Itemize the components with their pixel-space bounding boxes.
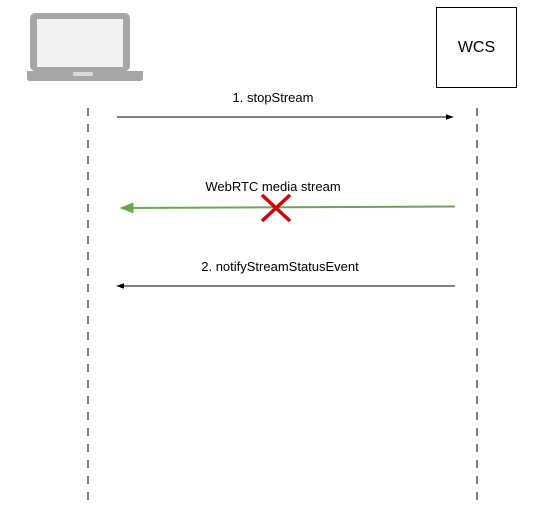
media-stream-arrow	[119, 202, 456, 214]
wcs-label: WCS	[458, 39, 495, 56]
message-stop-stream: 1. stopStream	[117, 90, 454, 120]
message-label: 2. notifyStreamStatusEvent	[201, 259, 359, 274]
message-label: 1. stopStream	[233, 90, 314, 105]
stop-cross-icon	[260, 193, 292, 223]
message-notify-stream-status-event: 2. notifyStreamStatusEvent	[116, 259, 455, 289]
message-media-stream: WebRTC media stream	[119, 179, 456, 223]
message-label: WebRTC media stream	[205, 179, 340, 194]
wcs-node: WCS	[436, 7, 517, 88]
laptop-icon	[27, 13, 143, 81]
